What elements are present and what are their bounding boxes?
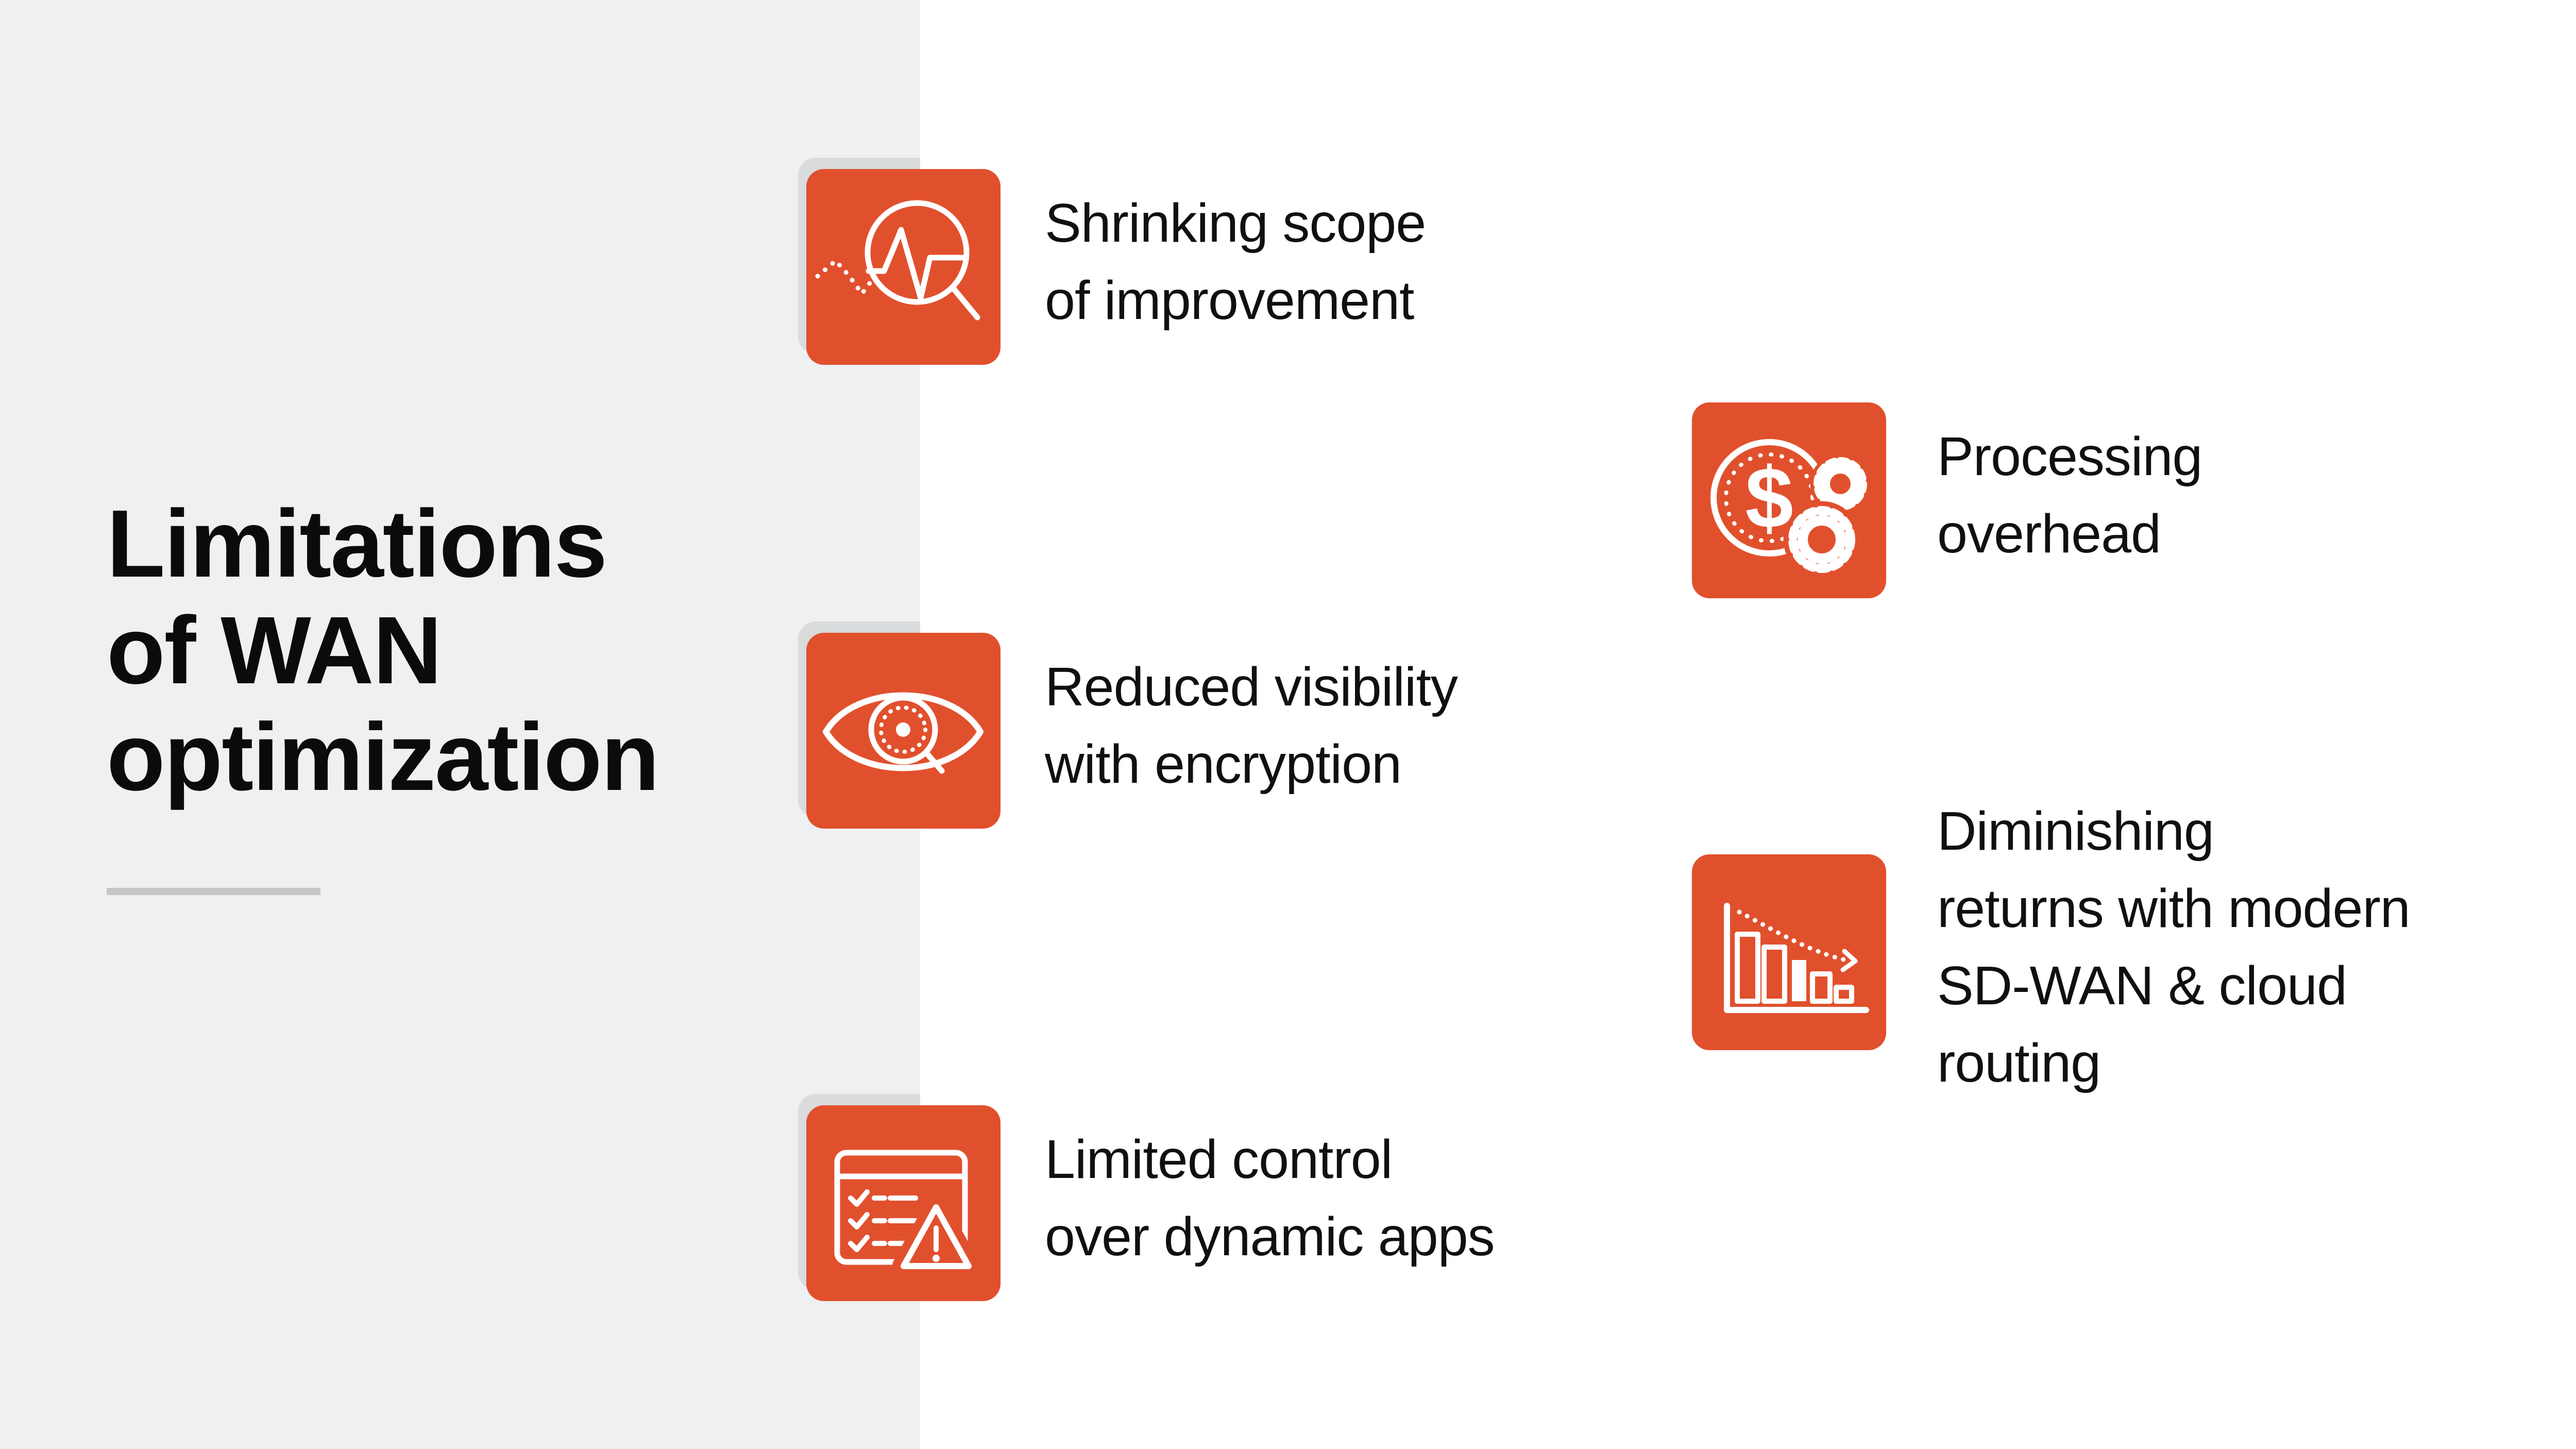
tile-processing-overhead: $ — [1692, 402, 1886, 598]
tile-limited-control — [806, 1105, 1001, 1301]
pulse-magnifier-icon — [815, 200, 980, 321]
tile-diminishing-returns — [1692, 854, 1886, 1050]
gear-large — [1783, 501, 1860, 578]
title-divider — [107, 888, 320, 895]
tile-reduced-visibility — [806, 633, 1001, 829]
left-panel: Limitations of WAN optimization — [0, 0, 920, 1449]
item-label-processing-overhead: Processing overhead — [1937, 426, 2202, 564]
eye-magnifier-icon — [823, 692, 984, 774]
tile-shrinking-scope — [806, 169, 1001, 365]
item-label-shrinking-scope: Shrinking scope of improvement — [1045, 193, 1426, 331]
item-label-limited-control: Limited control over dynamic apps — [1045, 1129, 1495, 1267]
page-title: Limitations of WAN optimization — [107, 491, 659, 811]
declining-bar-chart-icon — [1724, 903, 1869, 1013]
item-label-reduced-visibility: Reduced visibility with encryption — [1045, 656, 1458, 795]
item-label-diminishing-returns: Diminishing returns with modern SD-WAN &… — [1937, 801, 2411, 1093]
warning-triangle — [892, 1196, 980, 1277]
dollar-gears-icon: $ — [1710, 439, 1871, 578]
checklist-warning-icon — [834, 1150, 980, 1277]
checklist-rows — [848, 1189, 918, 1252]
